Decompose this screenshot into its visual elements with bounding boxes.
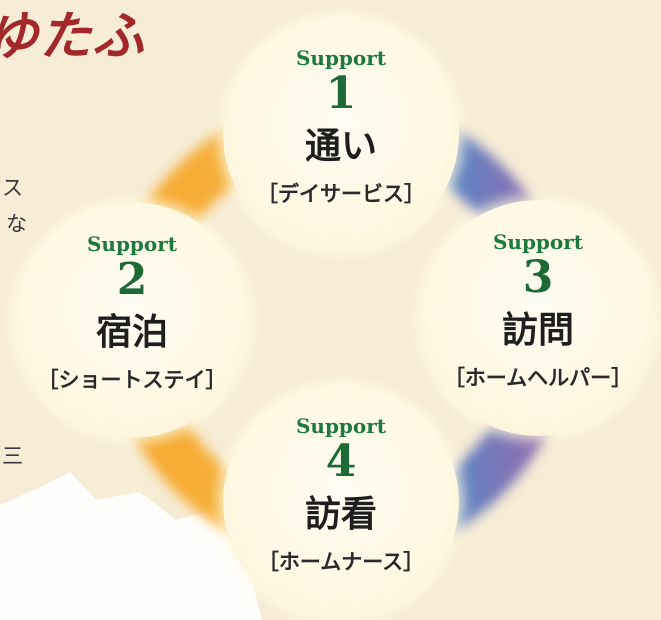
support-subtitle: ［デイサービス］ — [257, 181, 425, 206]
side-text-1: ス — [2, 176, 23, 200]
support-node-3: Support 3 訪問 ［ホームヘルパー］ — [420, 200, 656, 436]
support-label: Support — [295, 414, 387, 438]
support-number: 1 — [325, 68, 357, 119]
support-number: 2 — [116, 254, 148, 305]
support-title: 通い — [304, 125, 377, 167]
support-subtitle: ［ホームヘルパー］ — [443, 365, 633, 390]
support-node-2: Support 2 宿泊 ［ショートステイ］ — [14, 202, 250, 438]
support-label: Support — [86, 232, 178, 256]
support-number: 4 — [325, 436, 357, 487]
support-node-1: Support 1 通い ［デイサービス］ — [223, 16, 459, 252]
support-title: 訪問 — [501, 309, 574, 351]
support-node-4: Support 4 訪看 ［ホームナース］ — [223, 384, 459, 620]
paper-burst-shape — [0, 472, 262, 620]
support-label: Support — [295, 46, 387, 70]
support-label: Support — [492, 230, 584, 254]
support-subtitle: ［ホームナース］ — [257, 549, 425, 574]
support-number: 3 — [522, 252, 554, 303]
side-text-3: 三 — [2, 444, 23, 468]
title-fragment: ゆたふ — [0, 6, 146, 67]
support-subtitle: ［ショートステイ］ — [37, 367, 227, 392]
support-title: 訪看 — [304, 493, 377, 535]
support-title: 宿泊 — [95, 311, 168, 353]
side-text-2: な — [6, 212, 27, 236]
